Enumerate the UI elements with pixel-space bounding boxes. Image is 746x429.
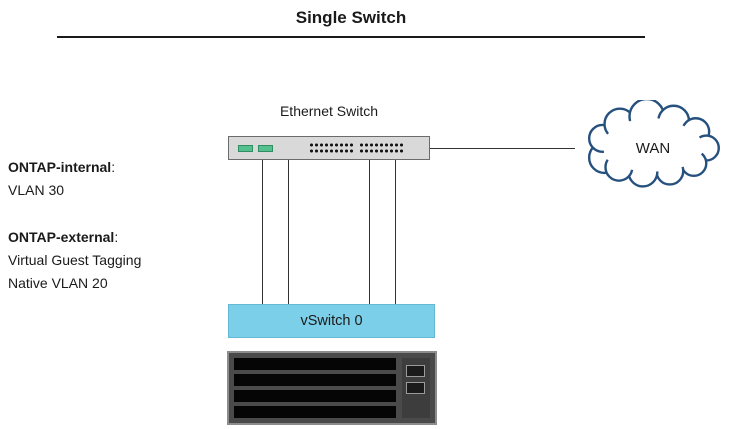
server-button-icon bbox=[406, 365, 425, 377]
server-drive-bays bbox=[234, 358, 396, 418]
server-chassis-icon bbox=[227, 351, 437, 425]
drive-bay-icon bbox=[234, 358, 396, 370]
diagram-title: Single Switch bbox=[295, 8, 407, 27]
note-external-line: Virtual Guest Tagging bbox=[8, 252, 142, 268]
note-external-heading-line: ONTAP-external: bbox=[8, 226, 141, 249]
note-ontap-external: ONTAP-external: Virtual Guest Tagging Na… bbox=[8, 226, 141, 295]
note-external-colon: : bbox=[114, 229, 119, 245]
switch-uplink-port-icon bbox=[258, 145, 273, 152]
drive-bay-icon bbox=[234, 406, 396, 418]
switch-port-bank-icon bbox=[359, 142, 403, 154]
switch-port-bank-icon bbox=[309, 142, 353, 154]
vswitch-label: vSwitch 0 bbox=[300, 313, 363, 329]
ethernet-switch-device bbox=[228, 136, 430, 160]
uplink-line bbox=[262, 160, 263, 304]
switch-to-wan-link bbox=[430, 148, 575, 149]
wan-label: WAN bbox=[635, 139, 671, 157]
note-external-heading: ONTAP-external bbox=[8, 229, 115, 245]
uplink-line bbox=[395, 160, 396, 304]
note-internal-heading: ONTAP-internal bbox=[8, 159, 112, 175]
drive-bay-icon bbox=[234, 374, 396, 386]
server-button-icon bbox=[406, 382, 425, 394]
title-underline bbox=[57, 36, 645, 38]
server-side-panel bbox=[402, 358, 430, 418]
note-ontap-internal: ONTAP-internal: VLAN 30 bbox=[8, 156, 115, 202]
server-front-panel bbox=[234, 358, 430, 418]
ethernet-switch-label: Ethernet Switch bbox=[279, 103, 379, 119]
wan-cloud-icon bbox=[587, 100, 720, 188]
note-internal-heading-line: ONTAP-internal: bbox=[8, 156, 115, 179]
note-external-line: Native VLAN 20 bbox=[8, 275, 108, 291]
note-internal-line: VLAN 30 bbox=[8, 182, 65, 198]
uplink-line bbox=[288, 160, 289, 304]
uplink-line bbox=[369, 160, 370, 304]
switch-uplink-port-icon bbox=[238, 145, 253, 152]
note-internal-colon: : bbox=[111, 159, 116, 175]
vswitch-box: vSwitch 0 bbox=[228, 304, 435, 338]
drive-bay-icon bbox=[234, 390, 396, 402]
